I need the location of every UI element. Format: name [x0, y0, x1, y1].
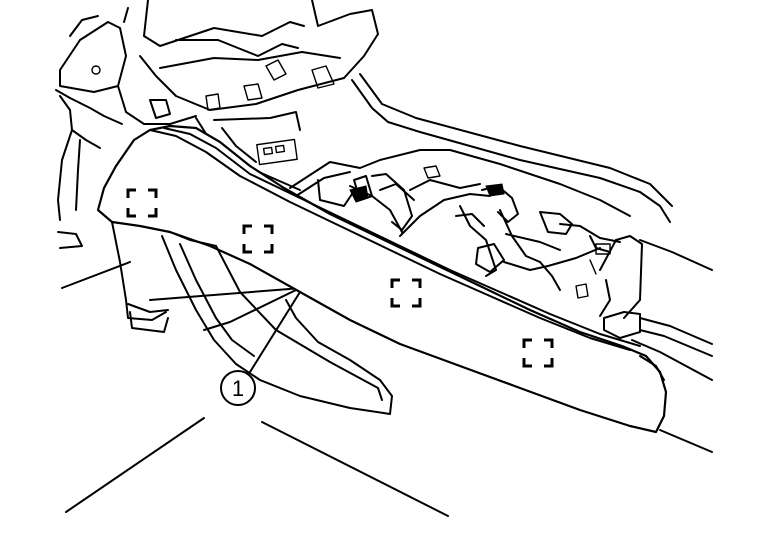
callout-label: 1: [232, 376, 244, 401]
switch-panel: [256, 138, 298, 166]
clip-4: [522, 338, 554, 368]
clip-2: [242, 224, 274, 254]
right-instrument-panel: [351, 73, 713, 381]
connector: [349, 185, 369, 203]
console-side-finisher: [96, 124, 668, 434]
callout-1: 1: [220, 291, 301, 406]
callout-leader-line: [249, 291, 301, 373]
floor-lines: [61, 261, 713, 517]
clip-3: [390, 278, 422, 308]
clip-1: [126, 188, 158, 218]
callout-circle: [220, 370, 256, 406]
instrument-panel-structure: [55, 0, 379, 249]
console-interior: [195, 111, 643, 339]
bolt-hole: [91, 65, 101, 75]
harness-connector: [475, 243, 505, 273]
